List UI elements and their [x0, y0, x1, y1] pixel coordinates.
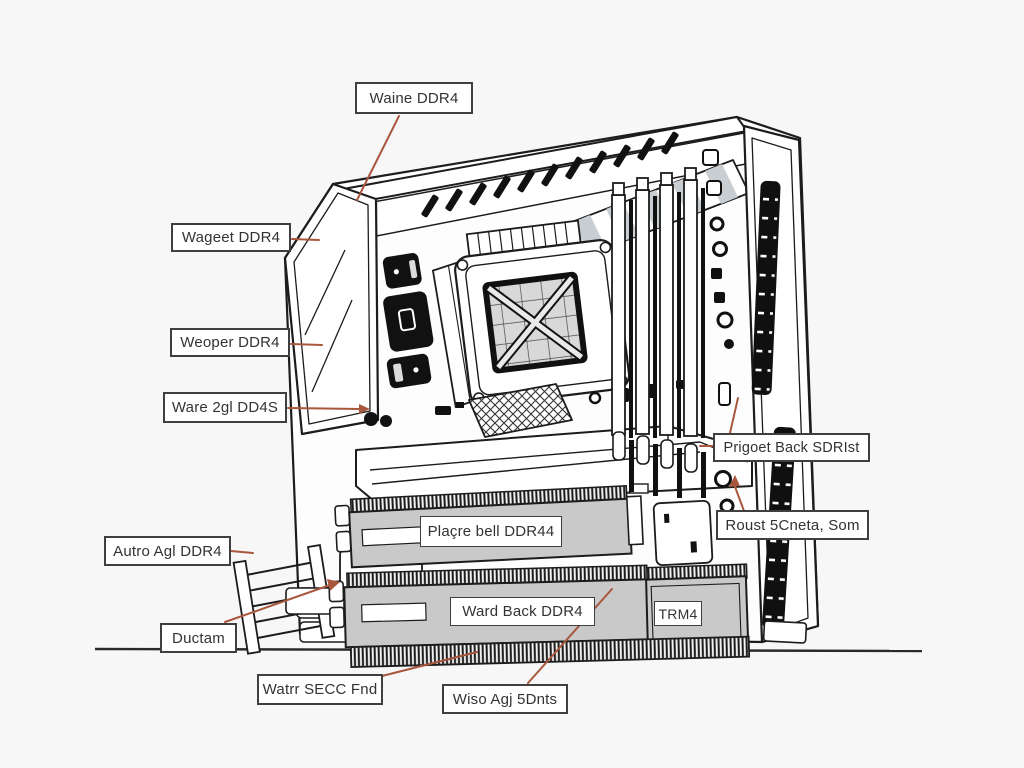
- label-trm4: TRM4: [654, 601, 702, 626]
- label-ware-2gl-dd4s: Ware 2gl DD4S: [163, 392, 287, 423]
- memory-slots: [611, 167, 706, 498]
- left-bracket-panel: [283, 182, 380, 436]
- label-prigoet-back-sdrist: Prigoet Back SDRIst: [713, 433, 870, 462]
- label-autro-agl-ddr4: Autro Agl DDR4: [104, 536, 231, 566]
- label-watrr-secc-fnd: Watrr SECC Fnd: [257, 674, 383, 705]
- label-weoper-ddr4: Weoper DDR4: [170, 328, 290, 357]
- leader-lines: [224, 115, 745, 684]
- label-roust-5cneta-som: Roust 5Cneta, Som: [716, 510, 869, 540]
- label-wageet-ddr4: Wageet DDR4: [171, 223, 291, 252]
- right-small-components: [702, 149, 735, 514]
- label-wiso-agj-5dnts: Wiso Agj 5Dnts: [442, 684, 568, 714]
- cpu-socket: [431, 219, 631, 409]
- label-ductam: Ductam: [160, 623, 237, 653]
- left-connector-column: [382, 253, 434, 389]
- ram-module-2: [328, 564, 751, 669]
- io-panel: [742, 124, 820, 644]
- label-placre-bell-ddr44: Plaçre bell DDR44: [420, 516, 562, 547]
- label-waine-ddr4: Waine DDR4: [355, 82, 473, 114]
- chipset-plate: [468, 383, 573, 438]
- small-module: [652, 499, 714, 567]
- label-ward-back-ddr4: Ward Back DDR4: [450, 597, 595, 626]
